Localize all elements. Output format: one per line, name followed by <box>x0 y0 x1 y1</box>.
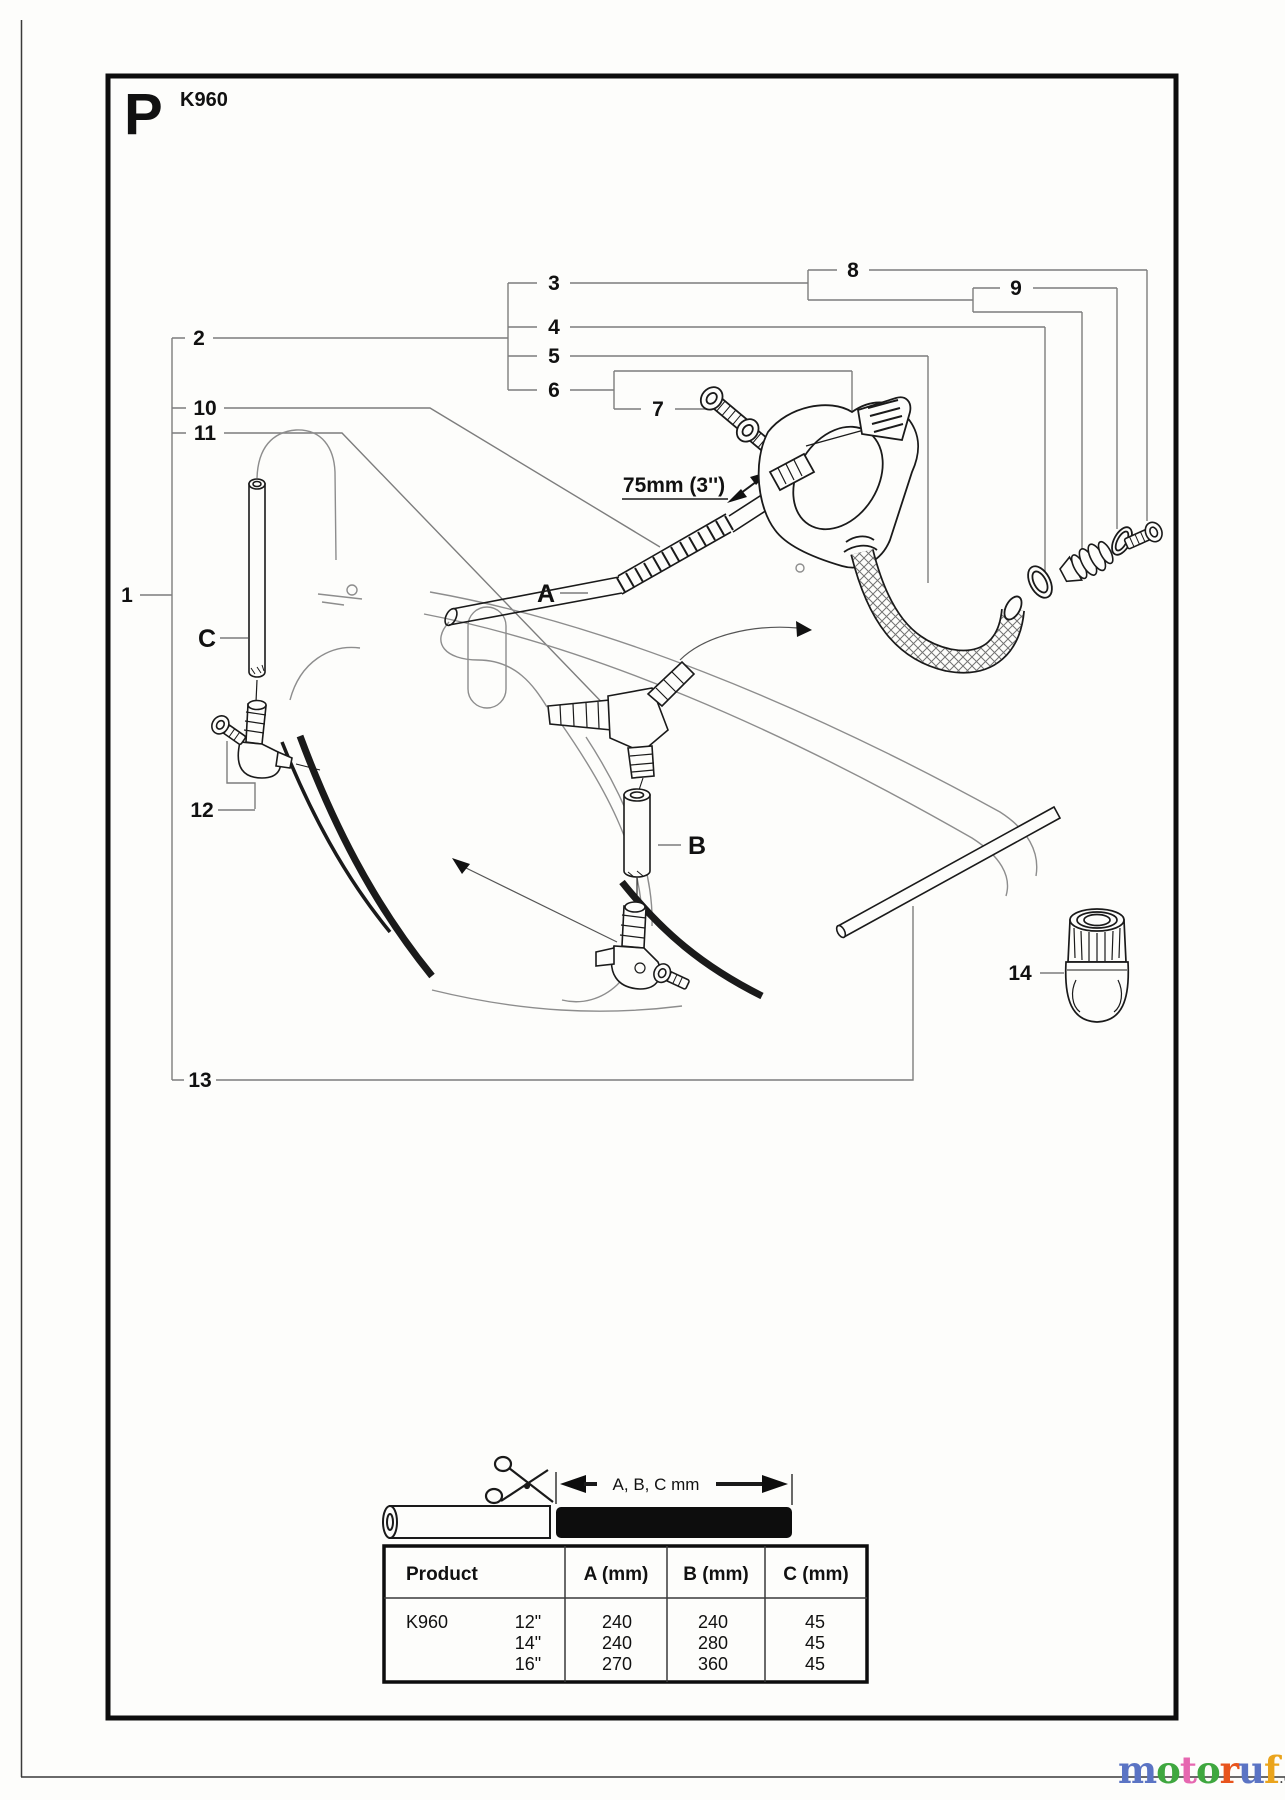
callout-11: 11 <box>194 422 217 445</box>
callout-7: 7 <box>652 398 664 421</box>
cut-dimension <box>555 1472 793 1505</box>
c-tube-drawing <box>248 478 266 703</box>
logo-letter: t <box>1179 1748 1197 1792</box>
table-a-row1: 240 <box>602 1612 632 1632</box>
logo-letter: o <box>1195 1748 1221 1792</box>
table-c-row3: 45 <box>805 1654 825 1674</box>
water-valve-drawing <box>699 386 919 569</box>
cut-guide: A, B, C mm <box>382 1455 793 1539</box>
callout-4: 4 <box>548 316 560 339</box>
y-connector-drawing <box>547 660 696 791</box>
callout-6: 6 <box>548 379 560 402</box>
callout-2: 2 <box>193 327 205 350</box>
valve-screw-1 <box>699 386 752 434</box>
logo-letter: u <box>1238 1748 1265 1792</box>
section-letter: P <box>124 82 163 147</box>
connector-screw-drawing <box>1123 521 1163 550</box>
table-b-row2: 280 <box>698 1633 728 1653</box>
table-b-row3: 360 <box>698 1654 728 1674</box>
hose-connector-drawing <box>1059 540 1114 583</box>
callout-14: 14 <box>1008 962 1032 985</box>
callout-12: 12 <box>190 799 213 822</box>
table-header-b: B (mm) <box>683 1564 748 1585</box>
callout-1: 1 <box>121 584 133 607</box>
watermark-logo[interactable]: motoruf.de <box>1118 1748 1285 1800</box>
braided-hose-drawing <box>850 549 1025 674</box>
table-size-row2: 14" <box>515 1633 541 1653</box>
logo-letter: o <box>1156 1748 1181 1792</box>
b-tube-drawing <box>623 788 651 906</box>
diagram-border <box>105 73 1179 1721</box>
table-size-row1: 12" <box>515 1612 541 1632</box>
o-ring-drawing <box>1111 526 1133 556</box>
callout-8: 8 <box>847 259 859 282</box>
callout-lines <box>140 269 1148 1081</box>
page-crop-marks <box>20 20 1285 1778</box>
callout-10: 10 <box>193 397 216 420</box>
table-b-row1: 240 <box>698 1612 728 1632</box>
hose-label-c: C <box>198 625 216 653</box>
table-header-c: C (mm) <box>783 1564 848 1585</box>
table-a-row3: 270 <box>602 1654 632 1674</box>
table-c-row2: 45 <box>805 1633 825 1653</box>
table-c-row1: 45 <box>805 1612 825 1632</box>
logo-suffix: .de <box>1278 1769 1285 1787</box>
table-header-a: A (mm) <box>584 1564 649 1585</box>
dimension-75mm: 75mm (3'') <box>622 459 780 503</box>
cut-tube-black <box>556 1507 792 1538</box>
callout-3: 3 <box>548 272 560 295</box>
model-label: K960 <box>180 89 228 111</box>
hose-label-a: A <box>537 580 555 608</box>
straight-tube-drawing <box>835 805 1062 939</box>
table-size-row3: 16" <box>515 1654 541 1674</box>
lower-elbow-drawing <box>595 901 690 990</box>
hose-clamp-drawing <box>1027 565 1053 599</box>
dimension-label: 75mm (3'') <box>623 474 725 497</box>
logo-letter: r <box>1219 1748 1239 1792</box>
hose-label-b: B <box>688 832 706 860</box>
callout-13: 13 <box>188 1069 211 1092</box>
callout-5: 5 <box>548 345 560 368</box>
table-product-name: K960 <box>406 1612 448 1632</box>
spec-table: Product A (mm) B (mm) C (mm) K960 12" 14… <box>382 1544 869 1684</box>
callout-9: 9 <box>1010 277 1022 300</box>
upper-elbow-drawing <box>211 699 321 779</box>
table-a-row2: 240 <box>602 1633 632 1653</box>
table-header-product: Product <box>406 1564 478 1585</box>
logo-letter: f <box>1264 1748 1280 1792</box>
cut-dimension-label: A, B, C mm <box>613 1475 700 1494</box>
hose-coupling-drawing <box>1064 908 1130 1023</box>
hose-a-drawing <box>444 493 768 627</box>
logo-letter: m <box>1118 1748 1157 1792</box>
cut-tube-white <box>382 1505 551 1539</box>
scissors-icon <box>484 1455 554 1505</box>
